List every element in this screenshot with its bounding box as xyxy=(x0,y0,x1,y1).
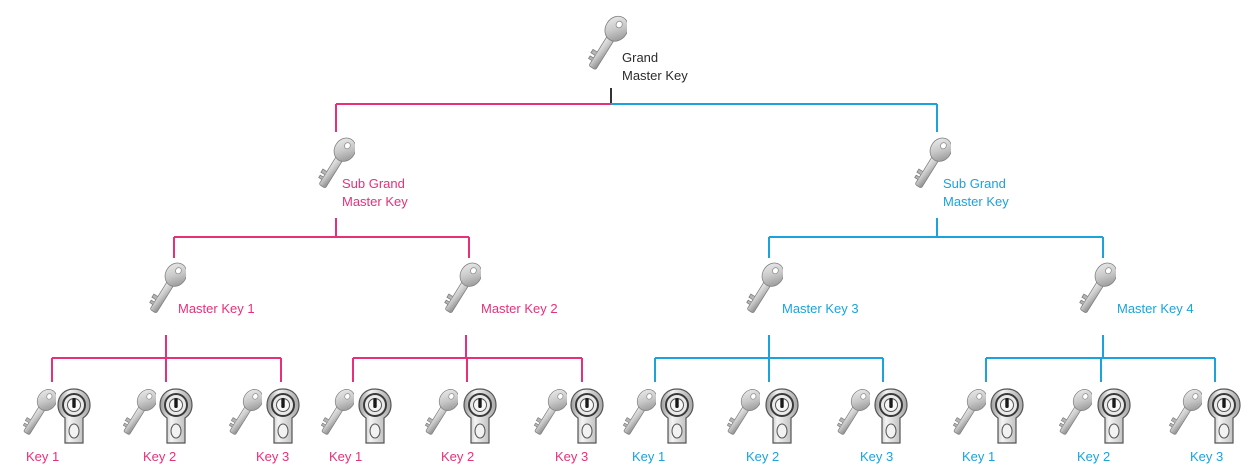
lock-cylinder-icon xyxy=(158,387,194,452)
key-icon xyxy=(228,385,264,446)
leaf-key-label: Key 3 xyxy=(256,448,289,466)
leaf-key-label-text: Key 1 xyxy=(329,449,363,464)
master-key-3-label-text: Master Key 3 xyxy=(782,301,859,316)
lock-cylinder-icon xyxy=(265,387,301,452)
key-icon xyxy=(22,385,58,446)
master-key-1-label: Master Key 1 xyxy=(178,300,255,318)
key-icon xyxy=(533,385,569,446)
master-key-4-label: Master Key 4 xyxy=(1117,300,1194,318)
master-key-3-label: Master Key 3 xyxy=(782,300,859,318)
leaf-key-label-text: Key 1 xyxy=(632,449,666,464)
sub-grand-master-key-label-left-text: Sub Grand xyxy=(342,176,405,191)
leaf-key-label-text: Key 2 xyxy=(746,449,780,464)
key-icon xyxy=(913,134,953,199)
key-icon xyxy=(1168,385,1204,446)
leaf-key-label-text: Key 3 xyxy=(860,449,894,464)
leaf-key-label: Key 1 xyxy=(632,448,665,466)
key-icon xyxy=(148,259,188,324)
leaf-key-label: Key 1 xyxy=(329,448,362,466)
leaf-key-label-text: Key 3 xyxy=(1190,449,1224,464)
sub-grand-master-key-label-right-text: Master Key xyxy=(943,194,1009,209)
leaf-key-label: Key 2 xyxy=(441,448,474,466)
key-icon xyxy=(587,12,629,81)
key-icon xyxy=(424,385,460,446)
lock-cylinder-icon xyxy=(569,387,605,452)
lock-cylinder-icon xyxy=(659,387,695,452)
leaf-key-label: Key 3 xyxy=(860,448,893,466)
leaf-key-label-text: Key 2 xyxy=(441,449,475,464)
key-icon xyxy=(317,134,357,199)
leaf-key-label: Key 3 xyxy=(1190,448,1223,466)
grand-master-key-label-text: Grand xyxy=(622,50,659,65)
leaf-key-label-text: Key 2 xyxy=(143,449,177,464)
leaf-key-label-text: Key 3 xyxy=(555,449,589,464)
key-icon xyxy=(1058,385,1094,446)
leaf-key-label: Key 2 xyxy=(746,448,779,466)
leaf-key-label: Key 2 xyxy=(1077,448,1110,466)
master-key-4-label-text: Master Key 4 xyxy=(1117,301,1194,316)
leaf-key-label-text: Key 1 xyxy=(26,449,60,464)
lock-cylinder-icon xyxy=(989,387,1025,452)
leaf-key-label-text: Key 1 xyxy=(962,449,996,464)
lock-cylinder-icon xyxy=(1206,387,1242,452)
master-key-2-label: Master Key 2 xyxy=(481,300,558,318)
lock-cylinder-icon xyxy=(56,387,92,452)
leaf-key-label-text: Key 2 xyxy=(1077,449,1111,464)
lock-cylinder-icon xyxy=(873,387,909,452)
sub-grand-master-key-label-left-text: Master Key xyxy=(342,194,408,209)
key-icon xyxy=(122,385,158,446)
master-key-1-label-text: Master Key 1 xyxy=(178,301,255,316)
lock-cylinder-icon xyxy=(462,387,498,452)
leaf-key-label: Key 3 xyxy=(555,448,588,466)
lock-cylinder-icon xyxy=(1096,387,1132,452)
leaf-key-label-text: Key 3 xyxy=(256,449,290,464)
key-icon xyxy=(836,385,872,446)
key-icon xyxy=(745,259,785,324)
lock-cylinder-icon xyxy=(357,387,393,452)
key-icon xyxy=(952,385,988,446)
key-icon xyxy=(726,385,762,446)
key-icon xyxy=(1078,259,1118,324)
grand-master-key-label-text: Master Key xyxy=(622,68,688,83)
sub-grand-master-key-label-right-text: Sub Grand xyxy=(943,176,1006,191)
key-icon xyxy=(622,385,658,446)
master-key-2-label-text: Master Key 2 xyxy=(481,301,558,316)
lock-cylinder-icon xyxy=(764,387,800,452)
key-icon xyxy=(320,385,356,446)
leaf-key-label: Key 1 xyxy=(962,448,995,466)
key-icon xyxy=(443,259,483,324)
leaf-key-label: Key 2 xyxy=(143,448,176,466)
leaf-key-label: Key 1 xyxy=(26,448,59,466)
